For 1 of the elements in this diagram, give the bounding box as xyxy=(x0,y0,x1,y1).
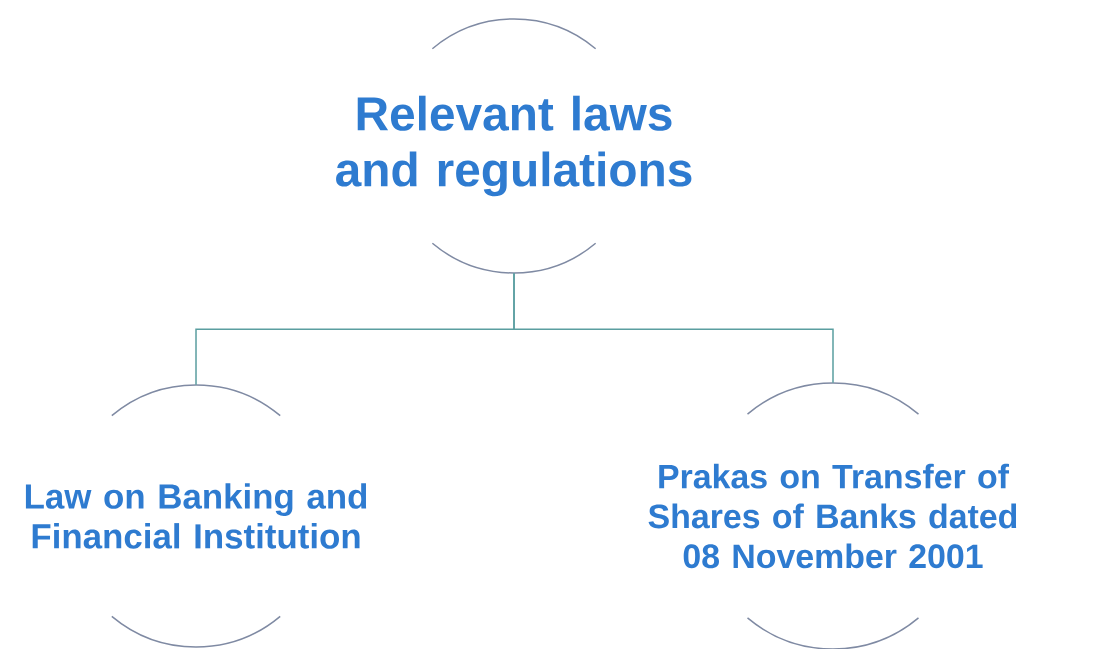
connector xyxy=(513,272,834,384)
